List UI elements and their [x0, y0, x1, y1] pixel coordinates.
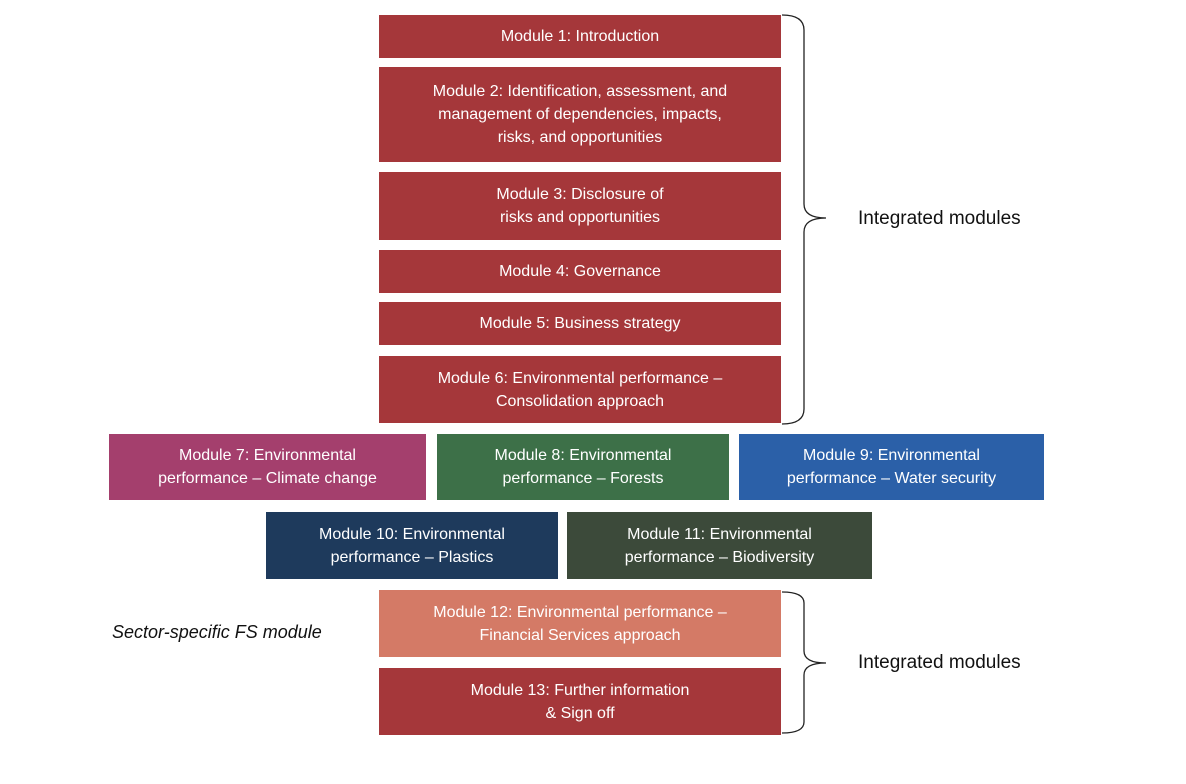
module-4-box: Module 4: Governance — [379, 250, 781, 293]
module-11-box: Module 11: Environmental performance – B… — [567, 512, 872, 579]
module-10-label: Module 10: Environmental performance – P… — [319, 525, 505, 566]
module-1-box: Module 1: Introduction — [379, 15, 781, 58]
module-12-box: Module 12: Environmental performance – F… — [379, 590, 781, 657]
module-5-box: Module 5: Business strategy — [379, 302, 781, 345]
integrated-brace-top — [781, 14, 827, 425]
module-5-label: Module 5: Business strategy — [479, 315, 681, 332]
module-8-box: Module 8: Environmental performance – Fo… — [437, 434, 729, 500]
module-2-box: Module 2: Identification, assessment, an… — [379, 67, 781, 162]
integrated-modules-label-top: Integrated modules — [858, 208, 1021, 229]
module-7-box: Module 7: Environmental performance – Cl… — [109, 434, 426, 500]
module-1-label: Module 1: Introduction — [500, 28, 660, 45]
module-4-label: Module 4: Governance — [499, 263, 661, 280]
module-8-label: Module 8: Environmental performance – Fo… — [494, 447, 672, 487]
module-13-label: Module 13: Further information & Sign of… — [470, 681, 690, 722]
module-11-label: Module 11: Environmental performance – B… — [624, 525, 815, 566]
module-13-box: Module 13: Further information & Sign of… — [379, 668, 781, 735]
module-12-label: Module 12: Environmental performance – F… — [433, 603, 727, 644]
module-2-label: Module 2: Identification, assessment, an… — [432, 83, 728, 146]
integrated-brace-bottom — [781, 591, 827, 734]
module-3-box: Module 3: Disclosure of risks and opport… — [379, 172, 781, 240]
sector-specific-fs-label: Sector-specific FS module — [112, 622, 322, 642]
module-6-box: Module 6: Environmental performance – Co… — [379, 356, 781, 423]
module-10-box: Module 10: Environmental performance – P… — [266, 512, 558, 579]
module-3-label: Module 3: Disclosure of risks and opport… — [496, 186, 664, 226]
module-9-box: Module 9: Environmental performance – Wa… — [739, 434, 1044, 500]
integrated-modules-label-bottom: Integrated modules — [858, 652, 1021, 673]
module-7-label: Module 7: Environmental performance – Cl… — [158, 447, 377, 487]
module-9-label: Module 9: Environmental performance – Wa… — [786, 447, 997, 487]
module-6-label: Module 6: Environmental performance – Co… — [437, 369, 723, 410]
